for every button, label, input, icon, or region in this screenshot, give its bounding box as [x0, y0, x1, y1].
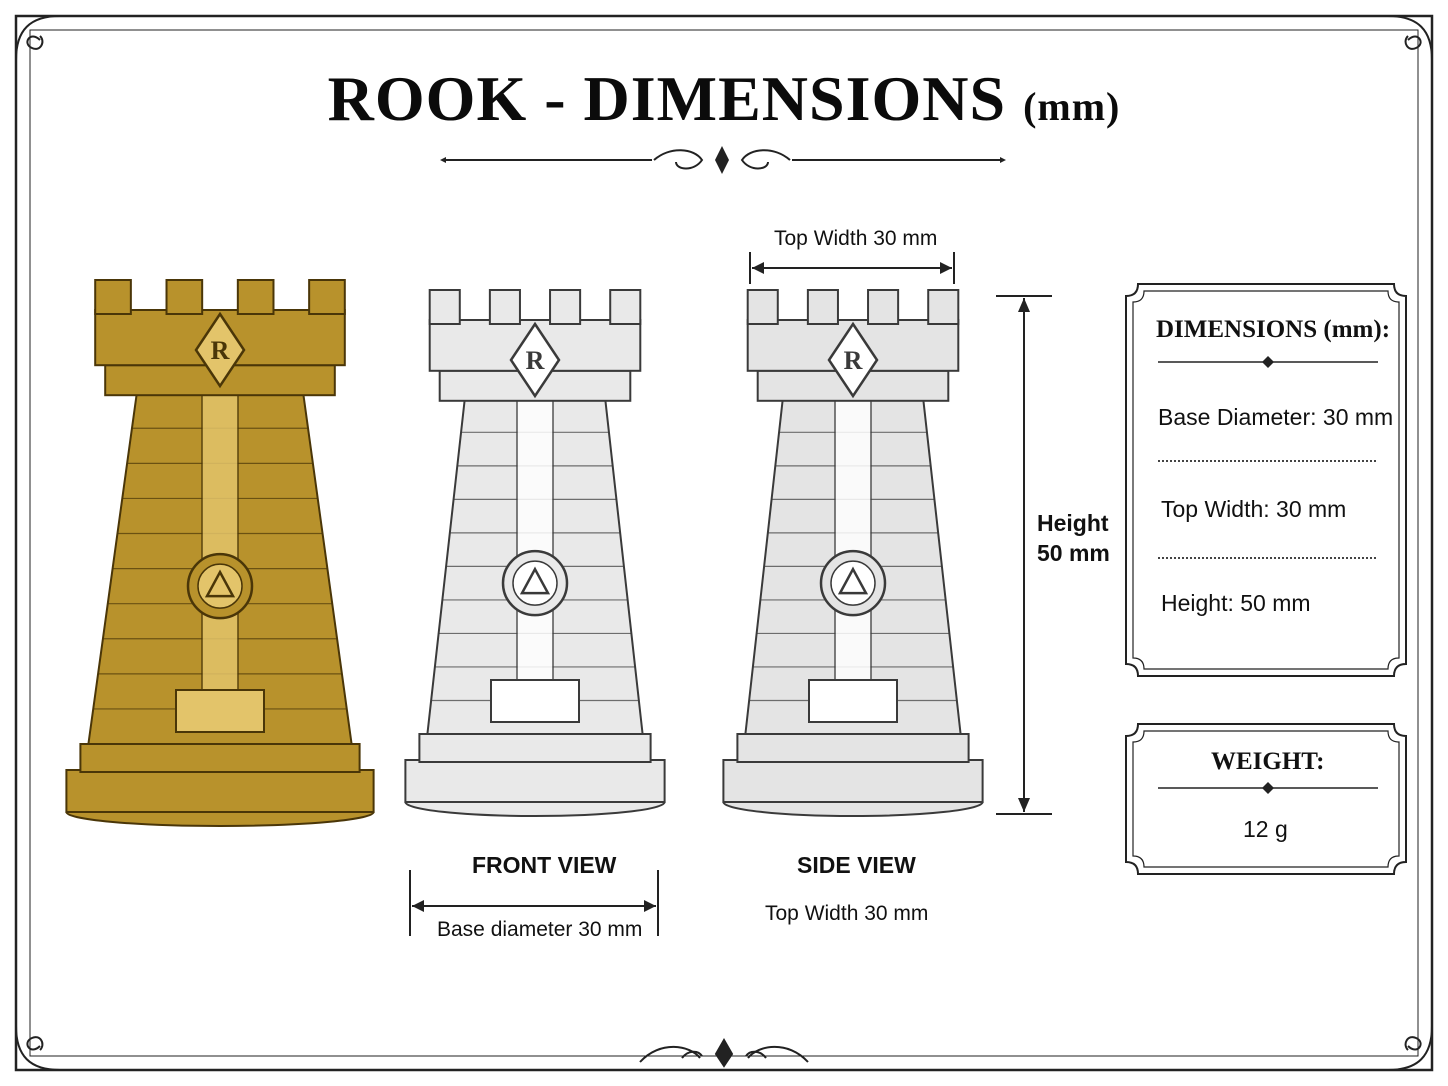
- weight-value: 12 g: [1243, 816, 1288, 842]
- rook-merlon: [609, 289, 642, 325]
- rook-merlon: [927, 289, 960, 325]
- rook-merlon: [165, 279, 204, 315]
- rook-pillar: [516, 398, 554, 695]
- rook-base: [404, 759, 666, 803]
- title-divider: [440, 146, 1006, 174]
- side-view-label: SIDE VIEW: [797, 852, 916, 878]
- bottom-ornament: [639, 1037, 809, 1068]
- rook-merlon: [746, 289, 779, 325]
- rook-base-step: [736, 733, 970, 763]
- rook-diamond-letter: R: [526, 346, 545, 375]
- rook-diamond-emblem: [827, 321, 879, 399]
- rook-merlon: [94, 279, 132, 315]
- dimensions-divider: [1158, 557, 1376, 559]
- rook-base-step: [418, 733, 652, 763]
- dimensions-row-height: Height: 50 mm: [1161, 590, 1311, 616]
- front-view-label: FRONT VIEW: [472, 852, 617, 878]
- rook-base-step: [79, 743, 361, 773]
- page-title: ROOK - DIMENSIONS (mm): [0, 62, 1448, 136]
- height-label-line2: 50 mm: [1037, 540, 1110, 566]
- height-arrow: [996, 295, 1052, 815]
- rook-merlon: [806, 289, 839, 325]
- rook-triangle-emblem: [519, 566, 551, 595]
- rook-triangle-emblem: [837, 566, 869, 595]
- rook-diamond-letter: R: [844, 346, 863, 375]
- rook-plaque: [490, 679, 580, 723]
- title-unit: (mm): [1023, 84, 1121, 129]
- base-diameter-arrow: [409, 870, 659, 936]
- base-diameter-label: Base diameter 30 mm: [437, 918, 643, 941]
- top-width-arrow: [749, 252, 955, 284]
- rook-merlon: [867, 289, 900, 325]
- rook-gold-render: R: [65, 279, 375, 827]
- rook-merlon: [428, 289, 461, 325]
- rook-merlon: [236, 279, 275, 315]
- height-label-line1: Height: [1037, 510, 1109, 536]
- rook-diamond-emblem: [194, 311, 246, 389]
- dimensions-box-title: DIMENSIONS (mm):: [1156, 316, 1391, 343]
- rook-front-view: R: [404, 289, 666, 817]
- rook-side-view: R: [722, 289, 984, 817]
- rook-merlon: [488, 289, 521, 325]
- rook-diamond-emblem: [509, 321, 561, 399]
- rook-triangle-emblem: [204, 569, 236, 598]
- dimensions-box-frame: [1125, 283, 1407, 677]
- rook-merlon: [308, 279, 346, 315]
- rook-base: [65, 769, 375, 813]
- rook-merlon: [549, 289, 582, 325]
- top-width-label: Top Width 30 mm: [774, 227, 938, 250]
- rook-diamond-letter: R: [211, 336, 230, 365]
- title-main: ROOK - DIMENSIONS: [327, 63, 1007, 134]
- rook-plaque: [808, 679, 898, 723]
- rook-plaque: [175, 689, 265, 733]
- dimensions-divider: [1158, 460, 1376, 462]
- dimensions-row-base: Base Diameter: 30 mm: [1158, 404, 1394, 430]
- rook-base: [722, 759, 984, 803]
- weight-box-frame: [1125, 723, 1407, 875]
- weight-box-title: WEIGHT:: [1211, 748, 1325, 775]
- side-view-caption: Top Width 30 mm: [765, 902, 929, 925]
- dimensions-row-top: Top Width: 30 mm: [1161, 496, 1347, 522]
- rook-pillar: [834, 398, 872, 695]
- rook-pillar: [201, 392, 239, 705]
